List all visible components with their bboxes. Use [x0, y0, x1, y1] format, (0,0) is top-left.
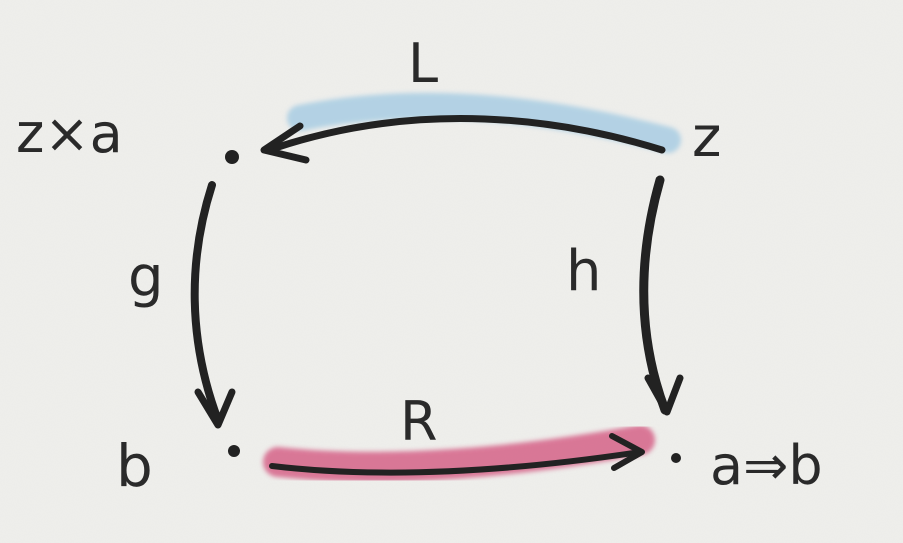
arrow-L-shaft: [271, 115, 666, 154]
arrow-R-head: [609, 433, 645, 471]
arrow-label-top: L: [408, 32, 438, 95]
arrow-label-right: h: [566, 239, 602, 304]
dot-bottom-left: [228, 445, 240, 457]
bottom-arrow-highlight: [263, 425, 655, 482]
arrow-h-head: [644, 374, 684, 416]
arrow-g-shaft: [190, 181, 222, 424]
object-label-top-right: z: [692, 105, 721, 170]
arrow-label-left: g: [128, 245, 164, 310]
top-arrow-highlight: [287, 92, 681, 153]
dot-top-left: [225, 150, 239, 164]
dot-bottom-right: [671, 453, 681, 463]
arrow-label-bottom: R: [400, 390, 438, 453]
arrow-g-head: [194, 388, 236, 429]
arrow-R-shaft: [269, 449, 643, 476]
object-label-bottom-left: b: [116, 432, 153, 500]
arrow-h-shaft: [639, 175, 670, 415]
arrow-L-head: [260, 122, 310, 164]
object-label-top-left: z×a: [16, 102, 123, 165]
object-label-bottom-right: a⇒b: [710, 434, 823, 497]
